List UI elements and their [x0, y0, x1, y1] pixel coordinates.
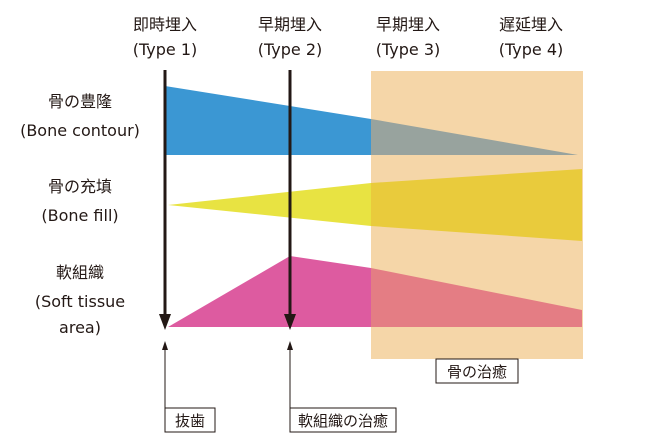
- row-label-line: area): [59, 318, 101, 337]
- row-label-line: 骨の充填: [48, 177, 112, 196]
- soft-tissue-healing-label-box: [289, 407, 397, 433]
- column-header-title: 早期埋入: [258, 15, 322, 34]
- row-label-line: (Soft tissue: [35, 292, 125, 311]
- row-label-line: 軟組織: [56, 263, 104, 282]
- extraction-label: 抜歯: [175, 412, 205, 430]
- bone-contour-wedge-overlap: [371, 119, 578, 155]
- column-header-title: 遅延埋入: [499, 15, 563, 34]
- soft-tissue-area: [168, 256, 371, 327]
- extraction-label-box: [164, 407, 216, 433]
- type1-timeline-arrow: [159, 70, 171, 330]
- row-label-line: (Bone contour): [20, 121, 140, 140]
- row-label-bone-fill: 骨の充填 (Bone fill): [41, 177, 118, 225]
- row-label-line: (Bone fill): [41, 206, 118, 225]
- row-label-line: 骨の豊隆: [48, 92, 112, 111]
- bone-fill-wedge: [168, 183, 371, 226]
- bone-healing-label-box: [435, 358, 519, 384]
- type2-timeline-arrow: [284, 70, 296, 330]
- column-header-type: (Type 3): [376, 40, 441, 59]
- column-header-title: 即時埋入: [133, 15, 197, 34]
- row-label-bone-contour: 骨の豊隆 (Bone contour): [20, 92, 140, 140]
- column-header-type1: 即時埋入 (Type 1): [133, 15, 198, 59]
- bone-fill-wedge-overlap: [371, 169, 582, 241]
- bone-contour-wedge: [165, 86, 371, 155]
- column-header-type2: 早期埋入 (Type 2): [258, 15, 323, 59]
- column-header-title: 早期埋入: [376, 15, 440, 34]
- soft-tissue-healing-label: 軟組織の治癒: [298, 412, 388, 430]
- column-header-type4: 遅延埋入 (Type 4): [499, 15, 564, 59]
- column-header-type3: 早期埋入 (Type 3): [376, 15, 441, 59]
- column-header-type: (Type 4): [499, 40, 564, 59]
- bone-healing-label: 骨の治癒: [447, 363, 507, 381]
- soft-tissue-area-overlap: [371, 268, 582, 327]
- column-header-type: (Type 1): [133, 40, 198, 59]
- column-header-type: (Type 2): [258, 40, 323, 59]
- row-label-soft-tissue: 軟組織 (Soft tissue area): [35, 263, 125, 337]
